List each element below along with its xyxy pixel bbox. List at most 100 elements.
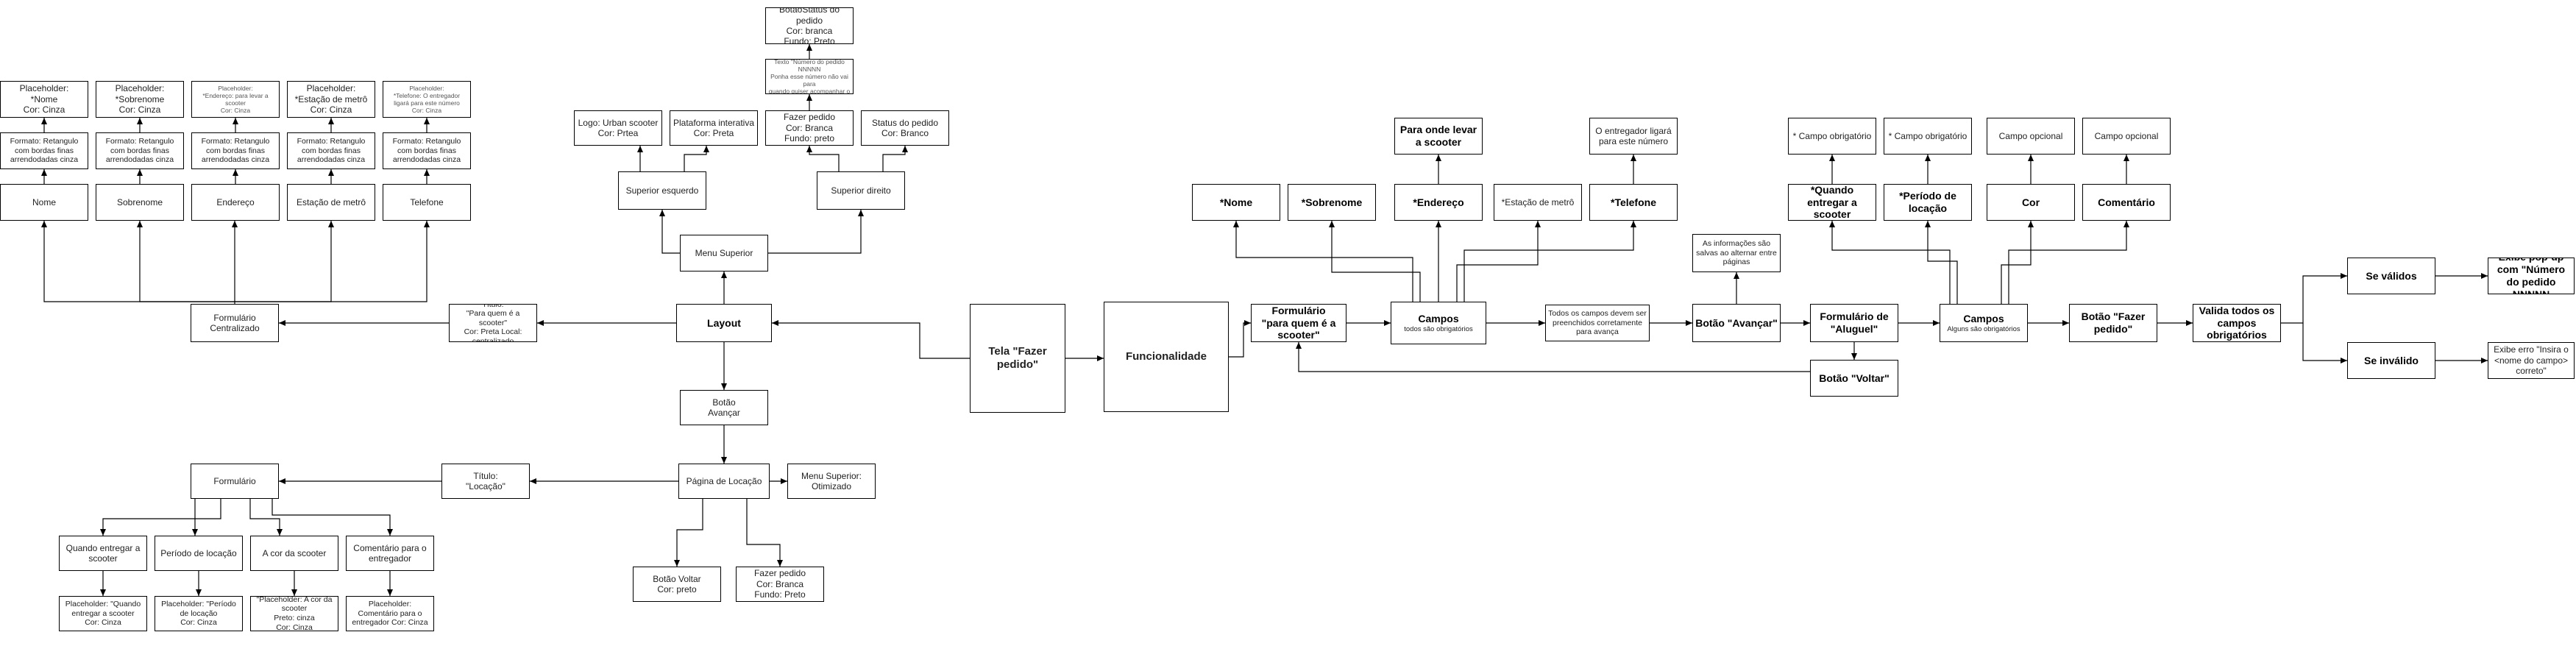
node-entregador-liga: O entregador ligará para este número (1589, 118, 1678, 155)
node-superior-direito: Superior direito (817, 171, 905, 210)
node-fazer-pedido-top: Fazer pedido Cor: Branca Fundo: preto (765, 110, 854, 146)
node-form-para-quem: Formulário "para quem é a scooter" (1251, 304, 1346, 342)
node-layout: Layout (676, 304, 772, 342)
connector-arrow (772, 320, 970, 359)
node-valida: Valida todos os campos obrigatórios (2193, 304, 2281, 342)
connector-arrow (2008, 221, 2129, 304)
campos-2-title: Campos (1963, 312, 2004, 324)
node-formulario: Formulário (191, 464, 279, 499)
node-format-1: Formato: Retangulo com bordas finas arre… (0, 132, 88, 169)
node-placeholder-telefone: Placeholder: *Telefone: O entregador lig… (383, 81, 471, 118)
node-field-nome: Nome (0, 184, 88, 221)
node-logo: Logo: Urban scooter Cor: Prtea (574, 110, 662, 146)
node-req-telefone: *Telefone (1589, 184, 1678, 221)
connector-arrow (1829, 221, 1951, 304)
node-opt-cor: Cor (1987, 184, 2075, 221)
node-req-periodo: *Período de locação (1884, 184, 1972, 221)
connector-arrow (659, 210, 680, 254)
connector-arrow (1296, 342, 1810, 372)
connector-arrow (2302, 323, 2347, 363)
node-placeholder-sobrenome: Placeholder: *Sobrenome Cor: Cinza (96, 81, 184, 118)
node-quando-entregar: Quando entregar a scooter (59, 536, 147, 571)
node-placeholder-comentario: Placeholder: Comentário para o entregado… (346, 596, 434, 631)
node-format-2: Formato: Retangulo com bordas finas arre… (96, 132, 184, 169)
connector-arrow (2001, 221, 2034, 304)
node-opcional-1: Campo opcional (1987, 118, 2075, 155)
node-req-nome: *Nome (1192, 184, 1280, 221)
node-format-5: Formato: Retangulo com bordas finas arre… (383, 132, 471, 169)
connector-arrow (2281, 273, 2347, 324)
connector-arrow (137, 221, 235, 302)
node-todos-campos: Todos os campos devem ser preenchidos co… (1545, 305, 1650, 341)
node-botao-voltar-layout: Botão Voltar Cor: preto (633, 567, 721, 602)
node-form-centralizado: Formulário Centralizado (191, 304, 279, 342)
node-campos-2: Campos Alguns são obrigatórios (1940, 304, 2028, 342)
node-comentario-entregador: Comentário para o entregador (346, 536, 434, 571)
node-info-salvas: As informações são salvas ao alternar en… (1692, 234, 1781, 272)
node-para-onde: Para onde levar a scooter (1394, 118, 1483, 155)
node-plataforma: Plataforma interativa Cor: Preta (670, 110, 758, 146)
node-botao-voltar: Botão "Voltar" (1810, 360, 1898, 397)
campos-1-subtitle: todos são obrigatórios (1404, 324, 1473, 333)
node-menu-otimizado: Menu Superior: Otimizado (787, 464, 876, 499)
node-placeholder-estacao: Placeholder: *Estação de metrô Cor: Cinz… (287, 81, 375, 118)
node-status-pedido: Status do pedido Cor: Branco (861, 110, 949, 146)
node-field-estacao: Estação de metrô (287, 184, 375, 221)
connector-arrow (1463, 221, 1636, 302)
node-erro: Exibe erro "Insira o <nome do campo> cor… (2488, 342, 2575, 379)
node-field-endereco: Endereço (191, 184, 280, 221)
node-se-validos: Se válidos (2347, 258, 2435, 294)
connector-arrow (768, 210, 864, 254)
connector-arrow (674, 499, 703, 567)
node-req-sobrenome: *Sobrenome (1288, 184, 1376, 221)
node-placeholder-nome: Placeholder: *Nome Cor: Cinza (0, 81, 88, 118)
node-obrigatorio-1: * Campo obrigatório (1788, 118, 1876, 155)
node-obrigatorio-2: * Campo obrigatório (1884, 118, 1972, 155)
node-format-3: Formato: Retangulo com bordas finas arre… (191, 132, 280, 169)
node-format-4: Formato: Retangulo com bordas finas arre… (287, 132, 375, 169)
node-placeholder-periodo: Placeholder: "Período de locação Cor: Ci… (155, 596, 243, 631)
connector-arrow (1456, 221, 1541, 302)
node-botao-avancar: Botão "Avançar" (1692, 304, 1781, 342)
node-campos-1: Campos todos são obrigatórios (1391, 302, 1486, 344)
node-req-estacao: *Estação de metrô (1494, 184, 1582, 221)
node-se-invalido: Se inválido (2347, 342, 2435, 379)
connector-arrow (684, 146, 709, 171)
connector-arrow (249, 499, 283, 536)
node-botao-avancar-layout: Botão Avançar (680, 390, 768, 425)
node-opcional-2: Campo opcional (2082, 118, 2171, 155)
node-cor-scooter: A cor da scooter (250, 536, 338, 571)
connector-arrow (272, 499, 393, 536)
node-titulo-para-quem: Título: "Para quem é a scooter" Cor: Pre… (449, 304, 537, 342)
node-placeholder-endereco: Placeholder: *Endereço: para levar a sco… (191, 81, 280, 118)
connector-arrow (1925, 221, 1958, 304)
node-periodo-locacao: Período de locação (155, 536, 243, 571)
connector-arrow (100, 499, 221, 536)
node-tela: Tela "Fazer pedido" (970, 304, 1065, 413)
campos-2-subtitle: Alguns são obrigatórios (1947, 324, 2020, 333)
node-form-aluguel: Formulário de "Aluguel" (1810, 304, 1898, 342)
connector-arrow (235, 221, 334, 302)
node-req-quando: *Quando entregar a scooter (1788, 184, 1876, 221)
node-titulo-locacao: Título: "Locação" (441, 464, 530, 499)
node-botao-fazer-pedido: Botão "Fazer pedido" (2069, 304, 2157, 342)
campos-1-title: Campos (1418, 312, 1459, 324)
node-pagina-locacao: Página de Locação (678, 464, 770, 499)
node-botao-status: BotãoStatus do pedido Cor: branca Fundo:… (765, 7, 854, 44)
connector-arrow (1233, 221, 1413, 302)
node-placeholder-quando: Placeholder: "Quando entregar a scooter … (59, 596, 147, 631)
connector-arrow (882, 146, 908, 171)
connector-arrow (806, 146, 840, 171)
connector-arrow (746, 499, 783, 567)
node-funcionalidade: Funcionalidade (1104, 302, 1229, 412)
node-modal: Modal "O pedido foi feito" Texto "Número… (765, 59, 854, 94)
node-opt-comentario: Comentário (2082, 184, 2171, 221)
node-menu-superior: Menu Superior (680, 235, 768, 271)
node-req-endereco: *Endereço (1394, 184, 1483, 221)
node-superior-esquerdo: Superior esquerdo (618, 171, 706, 210)
node-field-telefone: Telefone (383, 184, 471, 221)
node-popup: Exibe pop-up com "Número do pedido NNNNN (2488, 258, 2575, 294)
node-placeholder-cor: "Placeholder: A cor da scooter Preto: ci… (250, 596, 338, 631)
